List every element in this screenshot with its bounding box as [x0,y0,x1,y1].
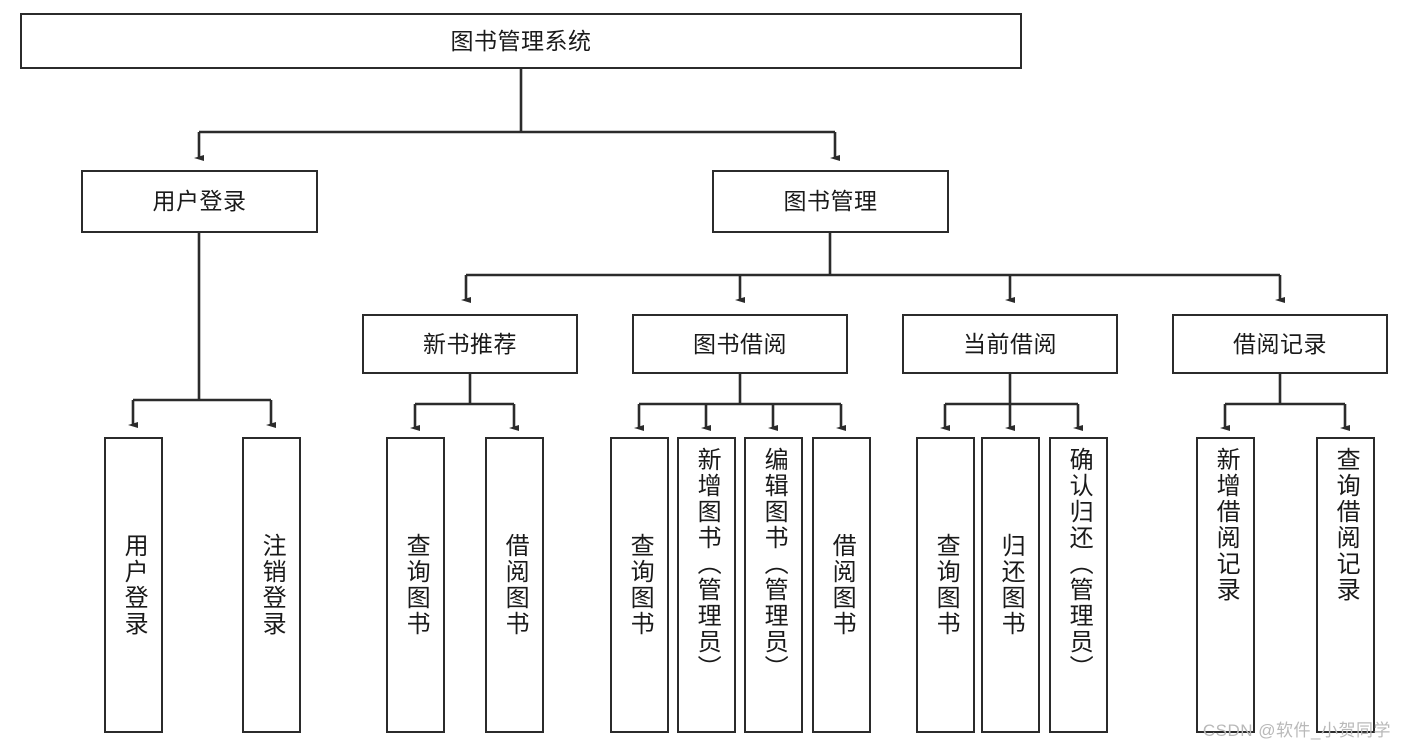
leaf-user-login[interactable]: 用户登录 [104,437,163,733]
node-book-management[interactable]: 图书管理 [712,170,949,233]
node-label: 图书管理 [783,188,878,215]
node-label: 新增借阅记录 [1212,447,1240,603]
node-label: 新书推荐 [423,330,517,357]
leaf-add-borrow-record[interactable]: 新增借阅记录 [1196,437,1255,733]
node-label: 注销登录 [258,533,286,637]
node-new-book-recommend[interactable]: 新书推荐 [362,314,578,374]
node-current-borrow[interactable]: 当前借阅 [902,314,1118,374]
leaf-borrow-book[interactable]: 借阅图书 [812,437,871,733]
leaf-add-book-admin[interactable]: 新增图书（管理员） [677,437,736,733]
node-book-borrow[interactable]: 图书借阅 [632,314,848,374]
leaf-return-book[interactable]: 归还图书 [981,437,1040,733]
node-borrow-record[interactable]: 借阅记录 [1172,314,1388,374]
node-user-login[interactable]: 用户登录 [81,170,318,233]
leaf-logout-login[interactable]: 注销登录 [242,437,301,733]
leaf-edit-book-admin[interactable]: 编辑图书（管理员） [744,437,803,733]
node-label: 用户登录 [152,188,247,215]
node-label: 查询借阅记录 [1332,447,1360,603]
leaf-query-book-recommend[interactable]: 查询图书 [386,437,445,733]
node-label: 查询图书 [402,533,430,637]
node-label: 借阅记录 [1233,330,1327,357]
csdn-watermark: CSDN @软件_小贺同学 [1202,721,1391,740]
leaf-borrow-book-recommend[interactable]: 借阅图书 [485,437,544,733]
leaf-query-book-borrow[interactable]: 查询图书 [610,437,669,733]
node-label: 归还图书 [997,533,1025,637]
node-label: 编辑图书（管理员） [760,447,788,681]
node-root-book-management-system[interactable]: 图书管理系统 [20,13,1022,69]
node-label: 当前借阅 [963,330,1057,357]
node-label: 用户登录 [120,533,148,637]
node-label: 图书管理系统 [450,27,592,54]
leaf-confirm-return-admin[interactable]: 确认归还（管理员） [1049,437,1108,733]
node-label: 借阅图书 [501,533,529,637]
leaf-query-book-current[interactable]: 查询图书 [916,437,975,733]
node-label: 新增图书（管理员） [693,447,721,681]
node-label: 查询图书 [932,533,960,637]
node-label: 查询图书 [626,533,654,637]
node-label: 确认归还（管理员） [1065,447,1093,681]
leaf-query-borrow-record[interactable]: 查询借阅记录 [1316,437,1375,733]
node-label: 图书借阅 [693,330,787,357]
node-label: 借阅图书 [828,533,856,637]
